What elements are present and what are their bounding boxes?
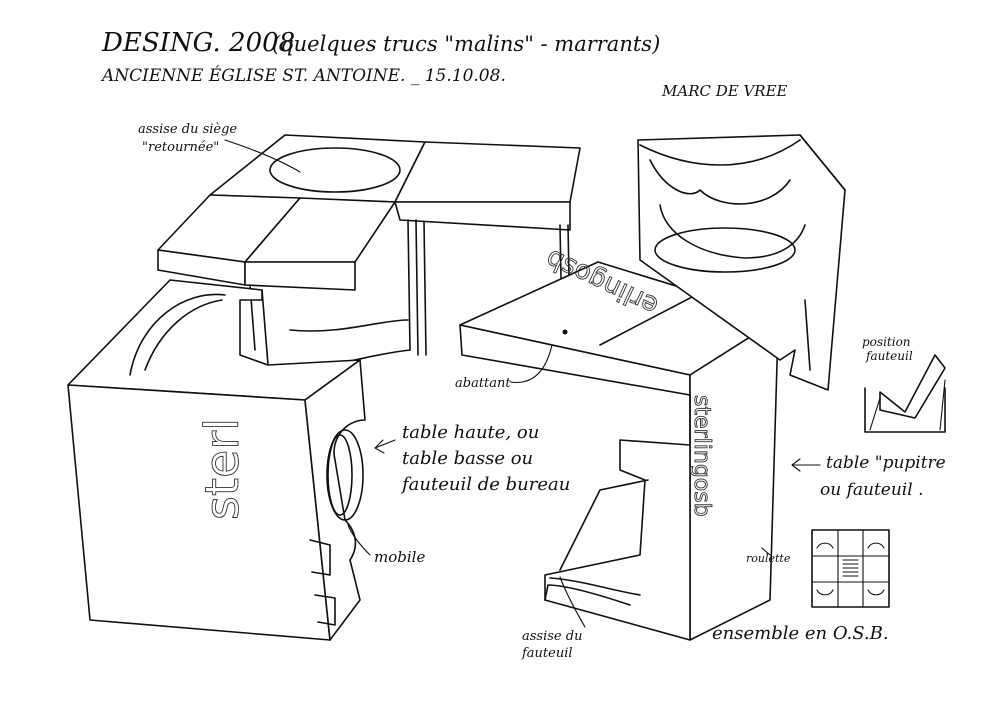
label-ensemble-osb: ensemble en O.S.B. <box>712 623 889 644</box>
label-position-fauteuil: fauteuil <box>866 349 913 363</box>
curved-chair-block <box>637 134 846 391</box>
brand-left: sterl <box>195 418 249 520</box>
sketch-author: MARC DE VREE <box>662 82 788 100</box>
label-assise-fauteuil-1: assise du <box>522 629 583 644</box>
label-table-haute-3: fauteuil de bureau <box>402 474 571 495</box>
label-roulette: roulette <box>746 552 791 565</box>
left-armchair-block: sterl <box>67 279 366 641</box>
sketch-subtitle: (quelques trucs "malins" - marrants) <box>272 32 661 56</box>
label-table-haute-2: table basse ou <box>402 448 534 469</box>
pupitre-block: erlingosb sterlingosb <box>459 242 781 641</box>
brand-side: sterlingosb <box>689 395 714 517</box>
label-retournee: "retournée" <box>142 140 220 155</box>
sketch-title: DESING. 2008 <box>102 28 296 58</box>
label-assise-siege: assise du siège <box>138 122 238 137</box>
position-fauteuil-icon <box>864 354 946 433</box>
label-table-haute-1: table haute, ou <box>402 422 540 443</box>
label-pupitre-1: table "pupitre <box>826 453 946 473</box>
label-abattant: abattant <box>455 376 511 391</box>
label-assise-fauteuil-2: fauteuil <box>522 646 573 661</box>
label-mobile: mobile <box>374 548 426 566</box>
label-pupitre-2: ou fauteuil . <box>820 480 924 500</box>
sketch-location-date: ANCIENNE ÉGLISE ST. ANTOINE. _ 15.10.08. <box>102 66 506 86</box>
ensemble-plan-icon <box>811 529 890 608</box>
leader-lines <box>224 139 821 628</box>
label-position: position <box>862 335 911 349</box>
